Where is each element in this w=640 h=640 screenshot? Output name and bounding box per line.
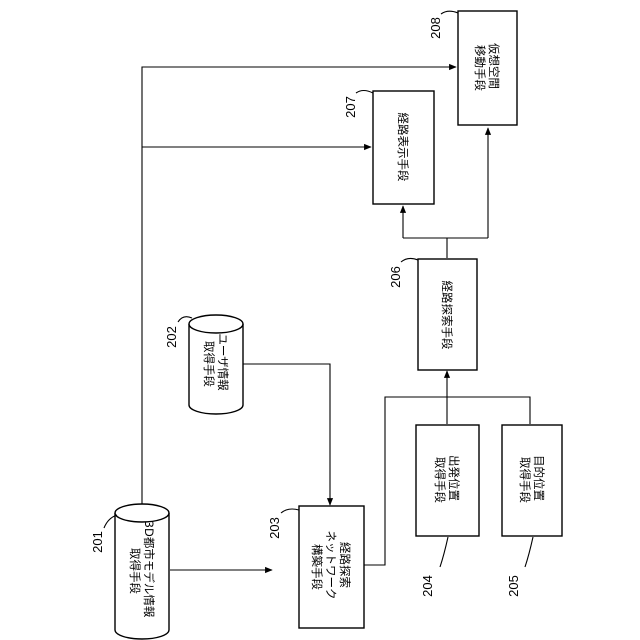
node-202-number: 202 [164,326,179,348]
node-205-label: 目的位置 取得手段 [518,455,548,505]
node-207-route-display: 経路表示手段 [373,91,434,204]
node-208-number: 208 [428,17,443,39]
node-207-label: 経路表示手段 [396,113,410,182]
leader-204 [440,537,448,567]
node-206-route-search: 経路探索手段 [418,259,477,370]
node-202-user-info: ユーザ情報 取得手段 [189,315,243,414]
node-205-number: 205 [506,575,521,597]
node-205-destination: 目的位置 取得手段 [502,425,562,536]
node-206-label: 経路探索手段 [440,281,454,350]
node-202-label: ユーザ情報 取得手段 [202,333,232,394]
line-205-to-206 [447,397,530,424]
leader-206 [401,258,418,262]
node-208-virtual-space-movement: 仮想空間 移動手段 [458,11,517,125]
arrow-202-to-203 [243,364,330,505]
leader-207 [356,91,373,94]
leader-205 [525,537,533,567]
node-201-number: 201 [90,531,105,553]
node-207-number: 207 [343,96,358,118]
node-206-number: 206 [388,266,403,288]
node-201-3d-city-model: 3D都市モデル情報 取得手段 [115,504,169,639]
leader-203 [281,509,299,513]
node-204-number: 204 [420,575,435,597]
leader-208 [441,11,458,14]
node-204-label: 出発位置 取得手段 [433,455,463,505]
node-208-label: 仮想空間 移動手段 [473,43,503,93]
node-203-network-builder: 経路探索 ネットワーク 構築手段 [299,506,364,628]
node-203-number: 203 [267,517,282,539]
node-204-departure: 出発位置 取得手段 [416,425,479,536]
